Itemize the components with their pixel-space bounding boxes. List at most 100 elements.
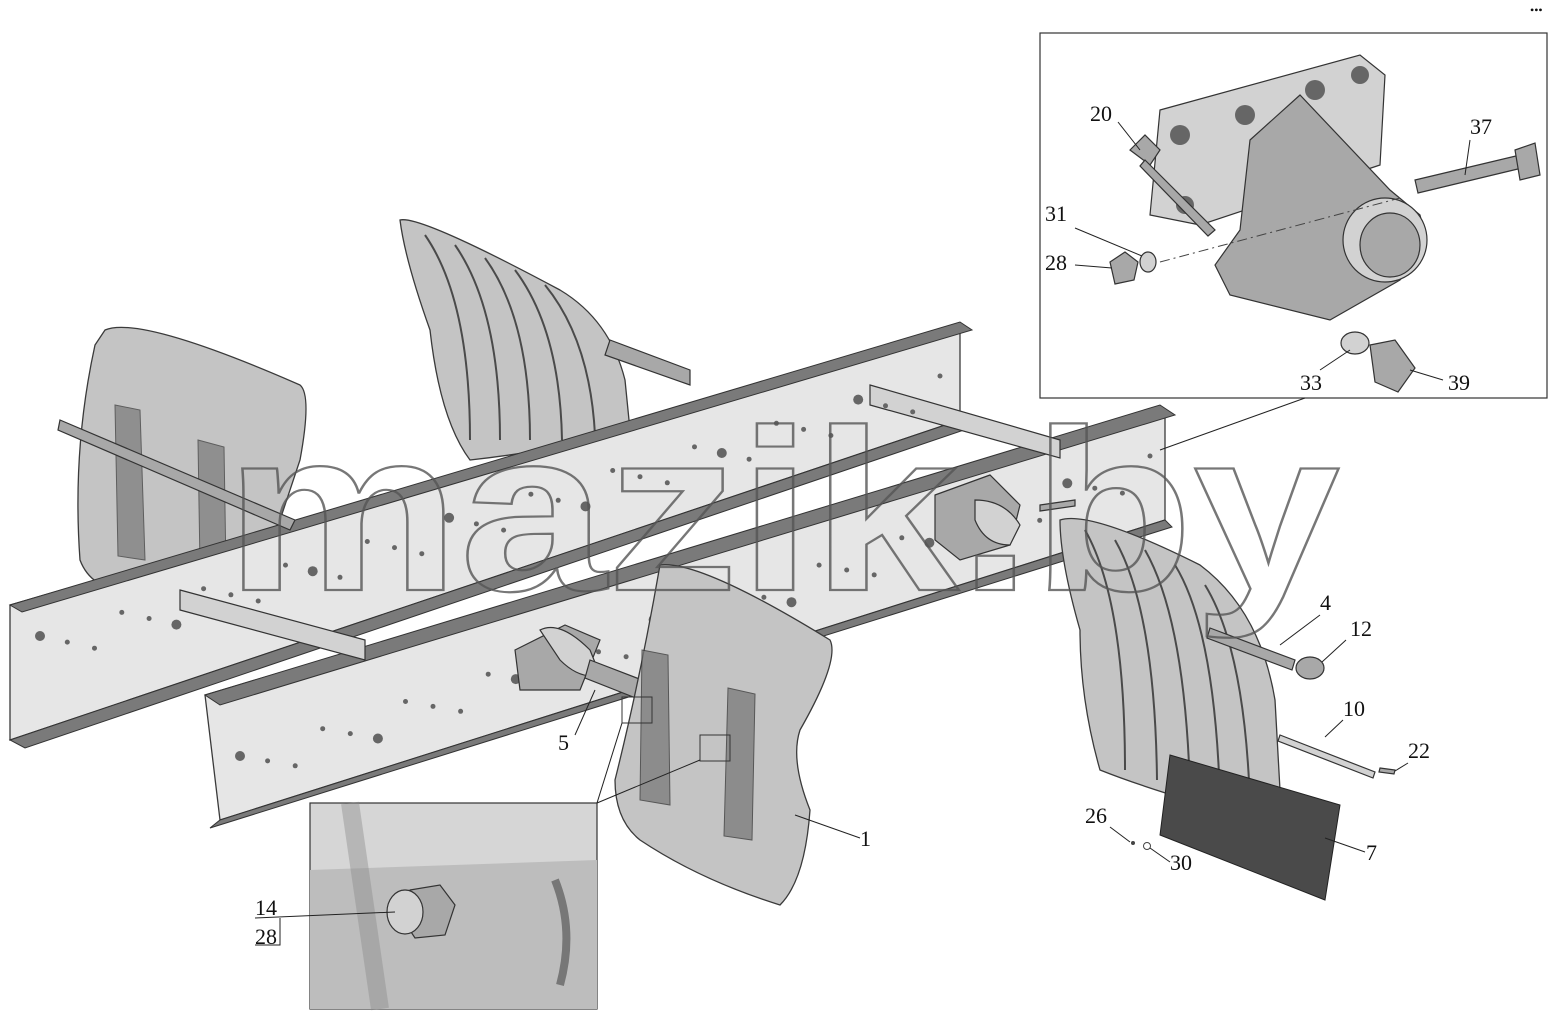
callout-labels: 20 37 31 28 33 39 4 12 10 22 5 1 26 30 7… [255,101,1492,949]
frame-hole [430,703,436,709]
frame-hole [419,551,425,557]
detail-marker-b [699,734,731,762]
flap-rear-right [399,219,691,461]
flap-front-right [1059,517,1325,817]
rod-rear-left [57,419,296,531]
inset-top-right [1039,32,1548,399]
frame-hole [844,567,850,573]
frame-hole [283,562,288,568]
cross-member [179,384,1061,661]
frame-hole [761,594,767,600]
frame-hole [1062,478,1073,489]
washer-part-26 [1131,841,1135,845]
frame-hole [392,545,397,551]
frame-hole [853,394,864,405]
frame-hole [828,433,834,438]
plate-part-7 [1131,734,1396,901]
frame-hole [899,535,905,541]
callout-14: 14 [255,895,277,920]
frame-hole [235,751,245,761]
screw-part-22 [1378,767,1396,775]
callout-7: 7 [1366,840,1377,865]
frame-hole [580,501,591,512]
callout-26: 26 [1085,803,1107,828]
frame-hole [485,671,491,677]
bolt-part-20 [1129,134,1161,166]
frame-hole [871,572,877,578]
frame-hole [444,512,455,523]
strip-part-10 [1277,734,1376,779]
inset-bottom [309,801,598,1011]
frame-hole [119,609,125,615]
callout-28-inset: 28 [1045,250,1067,275]
frame-hole [910,409,916,415]
bracket-middle [934,474,1076,561]
washer-part-31 [1139,251,1157,273]
frame-hole [596,649,601,655]
flap-rear-left [77,326,307,593]
frame-hole [816,562,822,568]
frame-hole [610,468,616,473]
frame-hole [201,586,207,592]
frame-hole [307,566,318,577]
frame-hole [292,763,298,769]
frame-hole [937,373,943,379]
frame-hole [92,645,97,651]
frame-hole [692,444,697,450]
frame-hole [403,699,408,704]
frame-hole [528,491,534,497]
washer-part-33 [1340,331,1370,355]
frame-hole [265,758,271,764]
callout-5: 5 [558,730,569,755]
frame-hole [372,733,383,744]
frame-hole [623,654,629,660]
callout-12: 12 [1350,616,1372,641]
frame-hole [64,639,70,645]
frame-hole [35,631,45,641]
frame-hole [1037,517,1043,523]
callout-39: 39 [1448,370,1470,395]
callout-28-detail: 28 [255,924,277,949]
frame-hole [1092,485,1098,491]
frame-hole [228,592,234,598]
frame-hole [664,480,670,486]
nut-part-30 [1143,842,1151,850]
callout-20: 20 [1090,101,1112,126]
flap-part-1 [614,564,833,906]
frame-hole [473,521,479,527]
frame-hole [555,497,561,503]
rod-part-4 [1206,627,1296,671]
frame-hole [146,616,152,621]
frame-hole [924,537,935,548]
watermark: mazik.by [225,382,1340,639]
detail-marker-a [621,696,653,724]
frame-hole [364,539,370,544]
callout-30: 30 [1170,850,1192,875]
frame-hole [337,574,343,580]
frame-hole [786,597,797,608]
frame-hole [637,474,643,480]
callout-37: 37 [1470,114,1492,139]
cap-part-12 [1295,656,1325,680]
frame-hole [716,448,727,458]
frame-hole [255,598,261,604]
frame-hole [1119,490,1125,496]
frame-hole [746,456,752,462]
callout-10: 10 [1343,696,1365,721]
frame-hole [801,426,807,432]
frame-hole [171,619,182,630]
callout-4: 4 [1320,590,1331,615]
callout-33: 33 [1300,370,1322,395]
callout-22: 22 [1408,738,1430,763]
callout-31: 31 [1045,201,1067,226]
callout-1: 1 [860,826,871,851]
corner-mark: ••• [1530,3,1543,17]
frame-hole [458,708,464,714]
frame-hole [1147,453,1153,459]
frame-hole [501,527,507,533]
frame-hole [773,420,779,426]
leader-lines [254,121,1471,946]
frame-hole [320,726,326,732]
